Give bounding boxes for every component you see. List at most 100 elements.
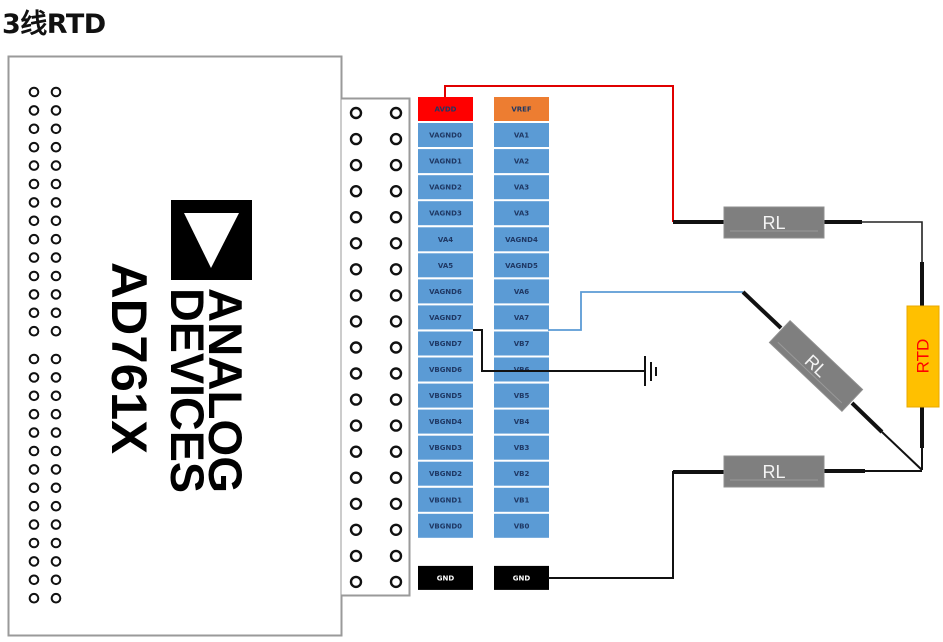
- wire-avdd: [444, 85, 674, 222]
- header-pin-hole: [50, 353, 62, 365]
- pin-right-vb4: VB4: [494, 409, 549, 434]
- connector-pin-hole: [349, 158, 363, 172]
- pin-label: VB1: [514, 496, 530, 504]
- connector-pin-hole: [349, 523, 363, 536]
- header-pin-hole: [50, 408, 62, 420]
- pin-blocks: AVDDVAGND0VAGND1VAGND2VAGND3VA4VA5VAGND6…: [418, 97, 549, 590]
- connector-holes: [349, 106, 403, 589]
- connector-pin-hole: [349, 419, 363, 432]
- pin-left-vbgnd5: VBGND5: [418, 383, 473, 408]
- pin-block: [494, 201, 549, 226]
- pin-block: [494, 409, 549, 434]
- pin-block: [418, 487, 473, 512]
- brand-line-1: ANALOG: [199, 288, 252, 493]
- resistor-rl-top: RL: [723, 206, 825, 239]
- pin-right-vb5: VB5: [494, 383, 549, 408]
- pin-right-va3: VA3: [494, 175, 549, 200]
- pin-block: [494, 435, 549, 460]
- pin-block: [494, 565, 549, 590]
- header-pin-hole: [28, 464, 40, 475]
- analog-devices-logo: ANALOG DEVICES AD761X: [101, 200, 252, 493]
- connector-pin-hole: [349, 549, 363, 563]
- wires: [444, 85, 924, 579]
- pin-label: VB2: [514, 470, 530, 478]
- wire-rl-top-to-rtd: [862, 221, 923, 262]
- header-pin-hole: [28, 178, 40, 190]
- wire-va7: [548, 291, 743, 331]
- pin-label: VA1: [514, 132, 529, 140]
- connector-pin-hole: [349, 237, 363, 250]
- pin-label: VB0: [514, 522, 530, 530]
- pin-block: [418, 201, 473, 226]
- connector-pin-hole: [389, 471, 403, 484]
- pin-left-vagnd1: VAGND1: [418, 149, 473, 174]
- header-pin-hole: [50, 592, 62, 604]
- header-pin-hole: [28, 482, 40, 494]
- pin-block: [418, 357, 473, 382]
- pin-block: [418, 253, 473, 278]
- header-pin-hole: [50, 270, 62, 282]
- pin-block: [418, 227, 473, 252]
- header-pin-hole: [28, 160, 40, 171]
- pin-left-vbgnd7: VBGND7: [418, 331, 473, 356]
- connector-pin-hole: [349, 367, 363, 380]
- connector-strip: [341, 97, 411, 597]
- header-pin-hole: [28, 197, 40, 208]
- header-pin-hole: [28, 408, 40, 420]
- header-pin-hole: [50, 445, 62, 457]
- pin-right-vagnd4: VAGND4: [494, 227, 549, 252]
- connector-pin-hole: [389, 289, 403, 302]
- pin-block: [418, 461, 473, 486]
- header-pin-hole: [50, 482, 62, 494]
- pin-left-vagnd7: VAGND7: [418, 305, 473, 330]
- pin-label: VBGND3: [429, 444, 462, 452]
- header-pin-hole: [50, 141, 62, 153]
- pin-label: VA2: [514, 158, 529, 166]
- connector-pin-hole: [349, 393, 363, 406]
- pin-block: [494, 461, 549, 486]
- pin-left-vagnd3: VAGND3: [418, 201, 473, 226]
- pin-left-gnd: GND: [418, 565, 473, 590]
- connector-pin-hole: [349, 184, 363, 198]
- header-pin-hole: [50, 252, 62, 263]
- pin-block: [418, 175, 473, 200]
- pin-label: VBGND6: [429, 366, 462, 374]
- connector-pin-hole: [349, 106, 363, 120]
- pin-block: [494, 149, 549, 174]
- pin-block: [418, 149, 473, 174]
- connector-pin-hole: [389, 549, 403, 563]
- pin-right-vb2: VB2: [494, 461, 549, 486]
- pin-label: VAGND6: [429, 288, 462, 296]
- connector-pin-hole: [389, 237, 403, 250]
- header-pin-hole: [28, 574, 40, 586]
- pin-left-vbgnd1: VBGND1: [418, 487, 473, 512]
- pin-right-vb3: VB3: [494, 435, 549, 460]
- pin-block: [494, 227, 549, 252]
- connector-pin-hole: [349, 445, 363, 458]
- pin-label: VB3: [514, 444, 530, 452]
- pin-label: VBGND4: [429, 418, 462, 426]
- header-pin-hole: [28, 289, 40, 300]
- pin-block: [494, 487, 549, 512]
- pin-right-vb0: VB0: [494, 513, 549, 538]
- connector-pin-hole: [389, 158, 403, 172]
- connector-pin-hole: [349, 132, 363, 146]
- header-pin-hole: [50, 556, 62, 567]
- pin-block: [418, 513, 473, 538]
- pin-right-gnd: GND: [494, 565, 549, 590]
- pin-right-vb1: VB1: [494, 487, 549, 512]
- pin-label: VAGND5: [505, 262, 538, 270]
- pin-label: VA6: [514, 288, 529, 296]
- connector-pin-hole: [389, 419, 403, 432]
- pin-right-vagnd5: VAGND5: [494, 253, 549, 278]
- rl-top-label: RL: [762, 213, 785, 233]
- connector-pin-hole: [389, 341, 403, 354]
- header-pin-hole: [50, 307, 62, 319]
- pin-block: [418, 409, 473, 434]
- header-pin-hole: [28, 325, 40, 337]
- pin-right-vb7: VB7: [494, 331, 549, 356]
- pin-label: VB5: [514, 392, 530, 400]
- connector-pin-hole: [389, 445, 403, 458]
- header-pin-hole: [50, 105, 62, 116]
- header-pin-hole: [50, 289, 62, 300]
